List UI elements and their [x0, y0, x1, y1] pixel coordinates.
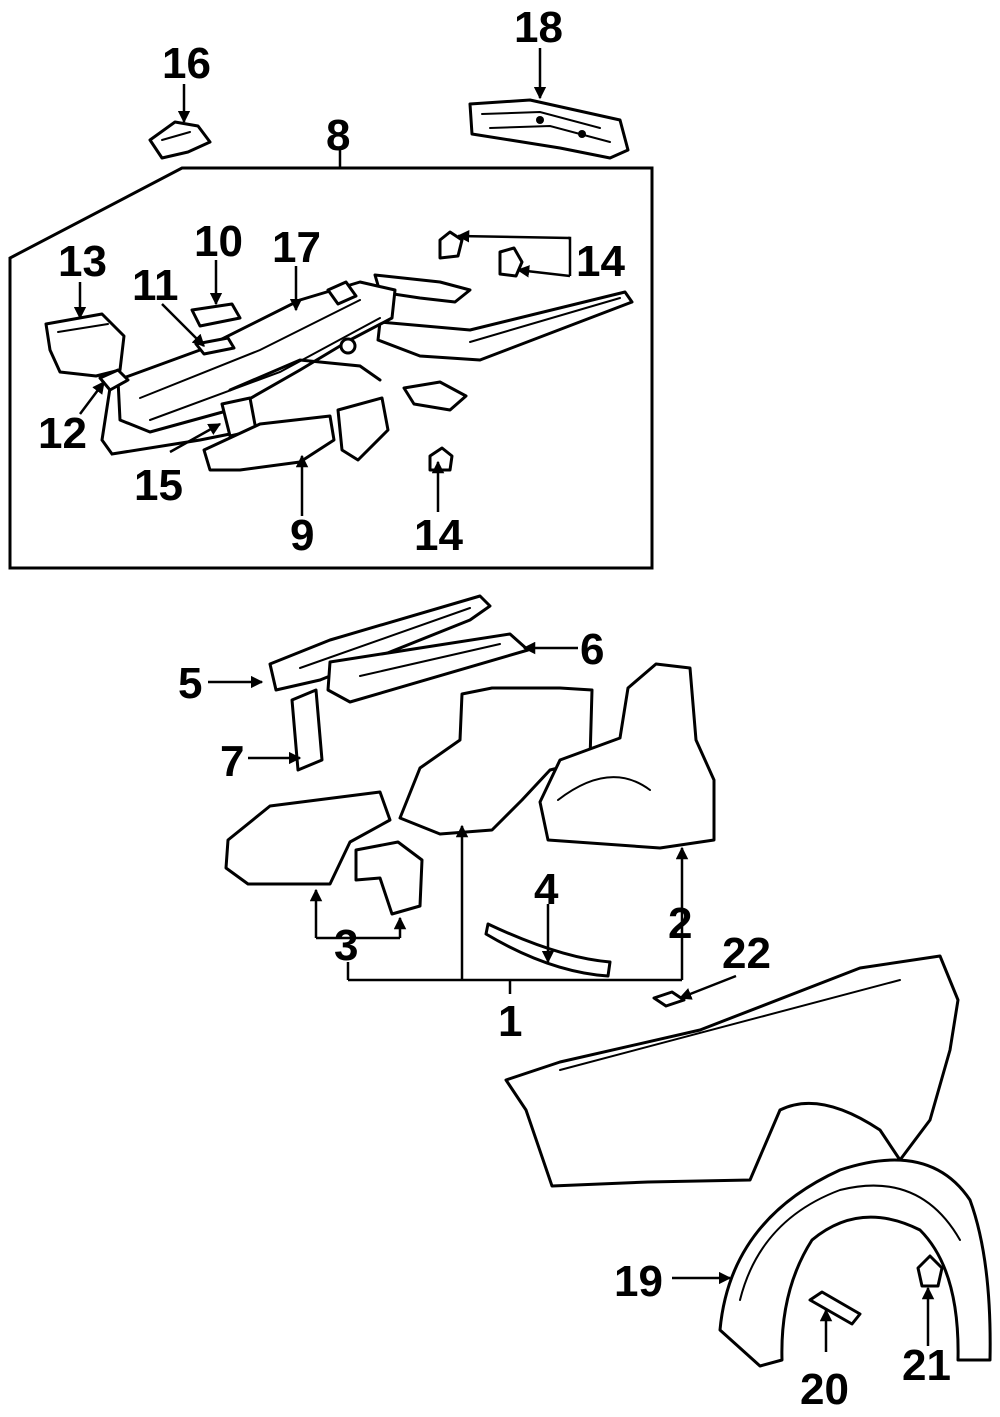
callout-14a: 14: [576, 237, 625, 286]
callout-19: 19: [614, 1257, 663, 1306]
callout-17: 17: [272, 223, 321, 272]
callout-15: 15: [134, 461, 183, 510]
callout-10: 10: [194, 217, 243, 266]
callout-22: 22: [722, 929, 771, 978]
fender-liner: [652, 990, 992, 1368]
frame-rail-assembly: [44, 230, 634, 472]
callout-13: 13: [58, 237, 107, 286]
callout-4: 4: [534, 865, 559, 914]
callout-7: 7: [220, 737, 244, 786]
callout-2: 2: [668, 899, 692, 948]
callout-1: 1: [498, 997, 522, 1046]
callout-5: 5: [178, 659, 202, 708]
callout-18: 18: [514, 3, 563, 52]
callout-20: 20: [800, 1365, 849, 1414]
leader-lines: [73, 48, 935, 1352]
callout-12: 12: [38, 409, 87, 458]
front-fender: [504, 954, 960, 1188]
callout-labels: 16 18 8 10 17 13 11 14 12 15 9 14 6 5 7 …: [38, 3, 951, 1414]
callout-11: 11: [132, 261, 179, 310]
callout-8: 8: [326, 111, 350, 160]
callout-21: 21: [902, 1341, 951, 1390]
callout-14b: 14: [414, 511, 463, 560]
callout-3: 3: [334, 921, 358, 970]
part-16-bracket: [148, 120, 212, 160]
part-18-rail: [468, 98, 630, 160]
callout-9: 9: [290, 511, 314, 560]
apron-assembly: [224, 594, 716, 978]
assembly-8-frame: [8, 166, 654, 570]
callout-6: 6: [580, 625, 604, 674]
callout-16: 16: [162, 39, 211, 88]
